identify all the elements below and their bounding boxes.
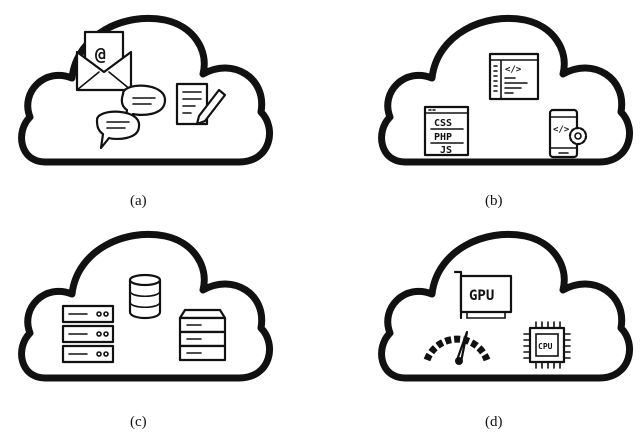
code-symbol: </> xyxy=(505,65,522,75)
panel-a-label: (a) xyxy=(130,193,147,209)
gpu-card-icon: GPU xyxy=(453,270,513,320)
panel-d: GPU CPU (d) xyxy=(382,234,630,430)
panel-d-label: (d) xyxy=(485,414,503,430)
panel-b: </> CSS PHP JS </> (b) xyxy=(382,18,630,209)
panel-c-label: (c) xyxy=(130,414,147,430)
database-icon xyxy=(128,273,162,320)
lang-js: JS xyxy=(440,145,452,156)
lang-css: CSS xyxy=(434,118,452,129)
cpu-chip-icon: CPU xyxy=(523,321,571,369)
lang-php: PHP xyxy=(434,132,452,143)
mobile-code-symbol: </> xyxy=(553,125,570,135)
panel-a: @ (a) xyxy=(22,18,270,209)
mobile-dev-icon: </> xyxy=(548,108,588,159)
web-languages-icon: CSS PHP JS xyxy=(423,105,470,157)
code-editor-icon: </> xyxy=(488,52,540,101)
server-rack-icon xyxy=(61,304,115,364)
cpu-label: CPU xyxy=(538,342,553,351)
gpu-label: GPU xyxy=(469,288,494,304)
document-edit-icon xyxy=(175,82,227,126)
panel-b-label: (b) xyxy=(485,193,503,209)
panel-c: (c) xyxy=(22,234,270,430)
email-icon: @ xyxy=(75,30,133,92)
chat-bubbles-icon xyxy=(95,84,167,150)
email-at-symbol: @ xyxy=(95,44,106,65)
storage-stack-icon xyxy=(178,308,227,362)
speedometer-icon xyxy=(423,330,491,365)
